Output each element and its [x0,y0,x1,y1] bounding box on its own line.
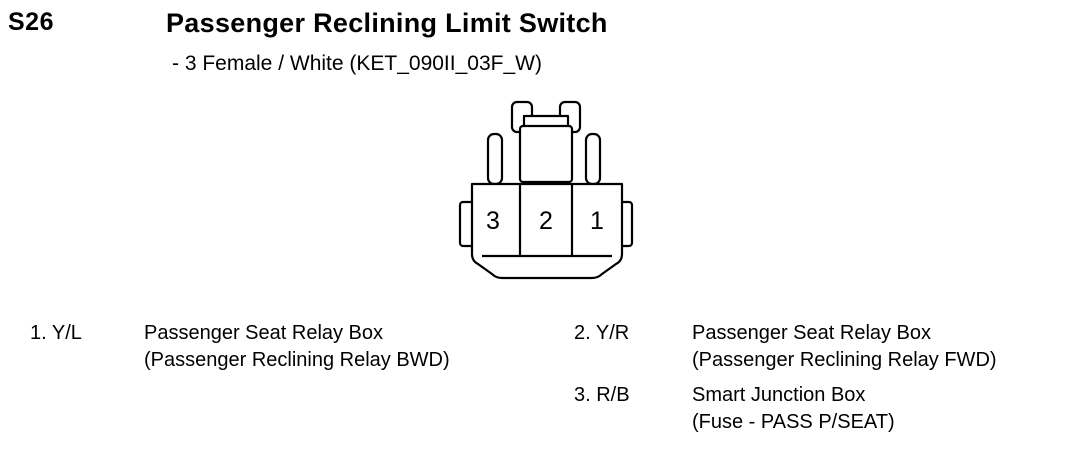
pin-detail: (Fuse - PASS P/SEAT) [692,411,895,433]
connector-diagram: 3 2 1 [458,100,634,280]
pin-destination: Passenger Seat Relay Box [692,322,932,344]
pin-description: Passenger Seat Relay Box (Passenger Recl… [144,320,450,374]
side-post-right [584,132,602,186]
connector-spec: - 3 Female / White (KET_090II_03F_W) [172,52,542,75]
cavity-label-2: 2 [539,207,553,235]
connector-housing [470,182,624,280]
side-post-left [486,132,504,186]
pin-destination: Passenger Seat Relay Box [144,322,384,344]
pin-label: 2. Y/R [574,322,630,344]
pin-detail: (Passenger Reclining Relay FWD) [692,349,997,371]
lock-boss [518,124,574,184]
page-title: Passenger Reclining Limit Switch [166,8,608,38]
pin-detail: (Passenger Reclining Relay BWD) [144,349,450,371]
pin-label: 3. R/B [574,384,630,406]
pin-destination: Smart Junction Box [692,384,866,406]
pin-label: 1. Y/L [30,322,82,344]
pin-description: Smart Junction Box (Fuse - PASS P/SEAT) [692,382,895,436]
pin-description: Passenger Seat Relay Box (Passenger Recl… [692,320,997,374]
connector-id: S26 [8,8,54,36]
cavity-label-3: 3 [486,207,500,235]
cavity-label-1: 1 [590,207,604,235]
